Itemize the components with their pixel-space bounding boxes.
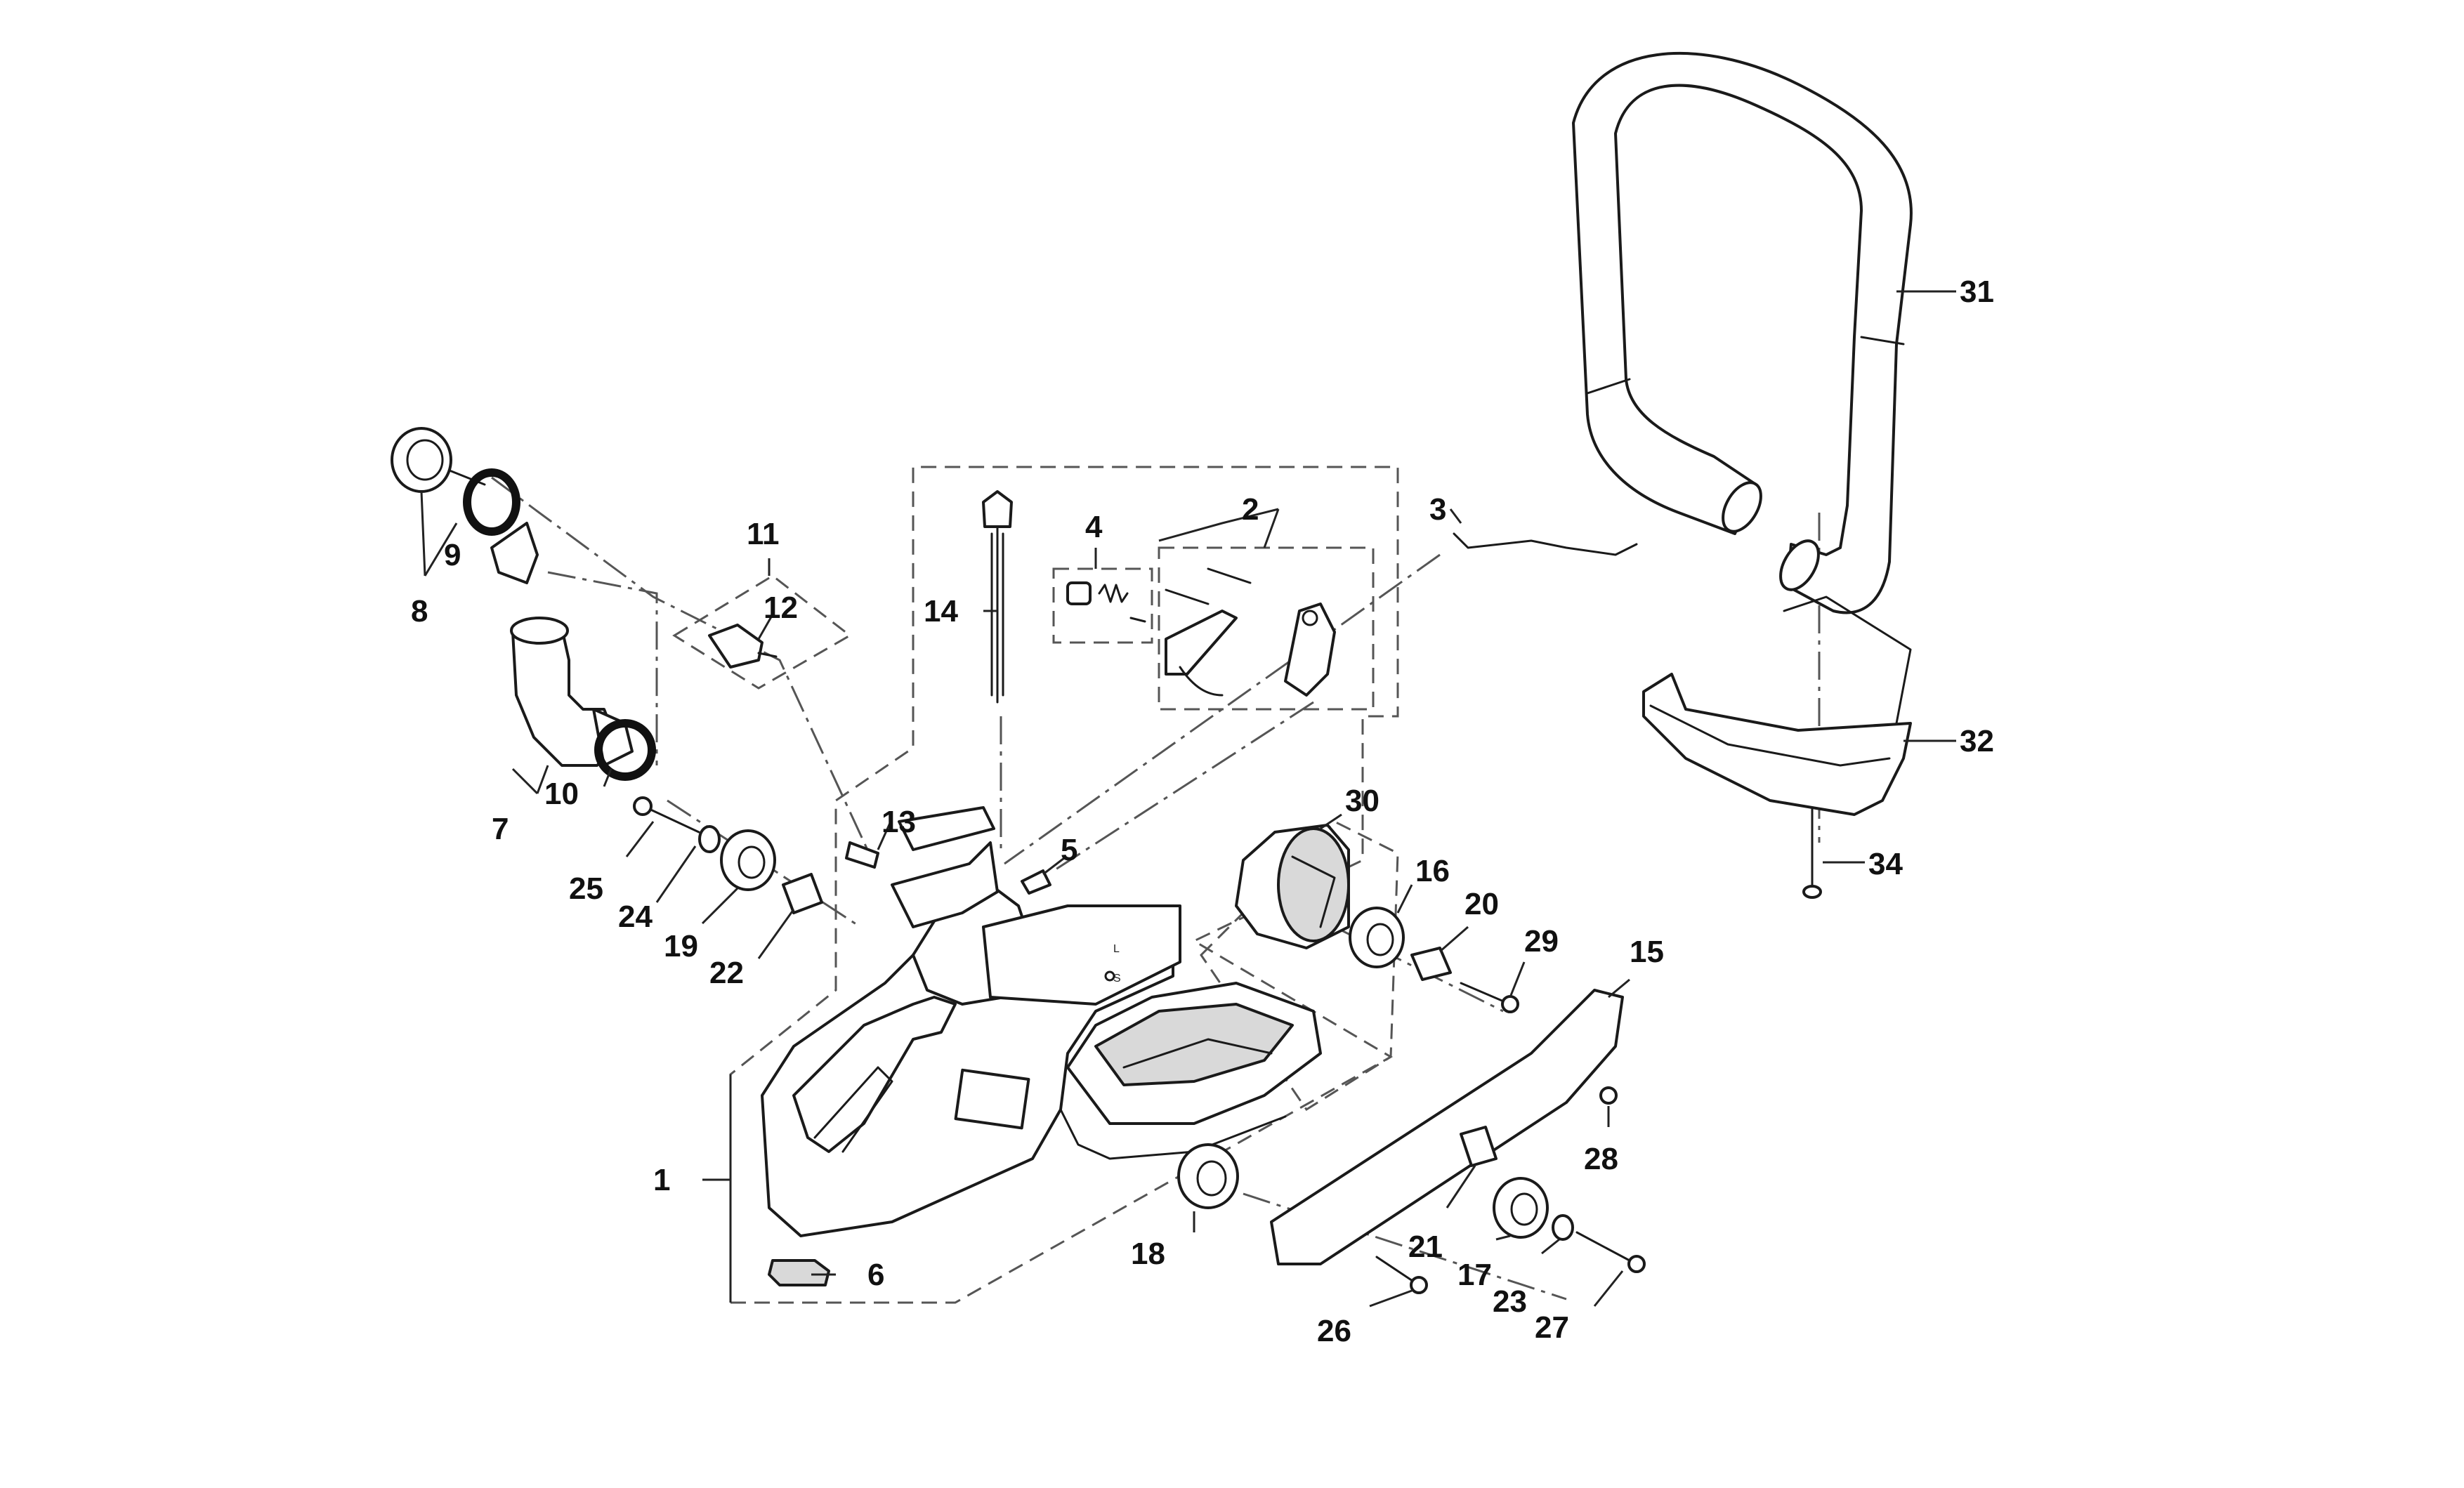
axis-throttle-2 <box>1053 701 1314 872</box>
spring-group-outline <box>1052 567 1153 644</box>
callout-17: 17 <box>1457 1258 1492 1292</box>
callout-15: 15 <box>1630 935 1664 969</box>
callout-27: 27 <box>1535 1310 1569 1345</box>
throttle-trigger <box>1165 567 1336 697</box>
axis-elbow <box>547 571 658 765</box>
callout-32: 32 <box>1960 724 1994 758</box>
callout-21: 21 <box>1408 1230 1443 1264</box>
throttle-rod <box>982 490 1013 704</box>
body-mark-s: S <box>1113 973 1121 985</box>
callout-5: 5 <box>1061 833 1077 867</box>
axis-cap <box>491 476 869 850</box>
callout-12: 12 <box>764 591 798 625</box>
callout-30: 30 <box>1345 784 1380 818</box>
callout-19: 19 <box>664 929 698 963</box>
callout-11: 11 <box>747 517 780 551</box>
tank-cup <box>1235 824 1350 949</box>
callout-31: 31 <box>1960 275 1994 309</box>
callout-29: 29 <box>1524 924 1559 959</box>
callout-13: 13 <box>882 805 916 839</box>
main-housing-group-outline <box>729 466 1399 1304</box>
callout-26: 26 <box>1317 1314 1351 1348</box>
callout-20: 20 <box>1464 887 1499 921</box>
callout-4: 4 <box>1085 510 1103 544</box>
vent-plug <box>708 624 778 669</box>
callout-18: 18 <box>1131 1237 1165 1271</box>
tank-housing: L S <box>761 806 1322 1237</box>
callout-16: 16 <box>1415 854 1450 888</box>
callout-10: 10 <box>544 777 579 811</box>
leader-lines <box>420 290 1956 1308</box>
callout-14: 14 <box>924 594 958 628</box>
o-ring-9 <box>463 468 520 536</box>
callout-labels: 1 2 3 4 5 6 7 8 9 10 11 12 13 14 15 16 1… <box>411 275 1994 1348</box>
pin <box>845 841 879 869</box>
wire-rod <box>1453 532 1638 556</box>
callout-2: 2 <box>1242 492 1259 527</box>
callout-6: 6 <box>867 1258 884 1292</box>
screw-34 <box>1802 806 1822 899</box>
spring-set <box>1066 581 1146 623</box>
callout-22: 22 <box>709 956 744 990</box>
callout-3: 3 <box>1429 492 1446 527</box>
foot-pad <box>768 1259 830 1286</box>
callout-34: 34 <box>1868 847 1903 881</box>
body-mark-l: L <box>1113 943 1120 955</box>
callout-7: 7 <box>492 812 509 846</box>
rear-av-mount <box>1349 907 1519 1013</box>
callout-8: 8 <box>411 594 428 628</box>
callout-1: 1 <box>653 1163 670 1197</box>
fuel-cap-assembly <box>391 427 656 781</box>
axis-throttle-1 <box>1004 553 1441 865</box>
assembly-axes <box>491 476 1821 1301</box>
callout-25: 25 <box>569 871 603 906</box>
callout-24: 24 <box>618 900 653 934</box>
bracket-plate <box>1270 989 1624 1265</box>
front-handle <box>1572 52 1913 614</box>
callout-28: 28 <box>1584 1142 1618 1176</box>
handle-guard <box>1642 673 1912 816</box>
o-ring-10 <box>594 719 656 781</box>
callout-9: 9 <box>444 538 461 572</box>
small-clip <box>1021 869 1051 895</box>
left-av-mount <box>633 796 823 914</box>
strainer-clip <box>490 522 539 584</box>
callout-23: 23 <box>1493 1284 1527 1319</box>
lower-mounts <box>1177 1086 1646 1294</box>
cap-group-outline <box>672 574 852 690</box>
